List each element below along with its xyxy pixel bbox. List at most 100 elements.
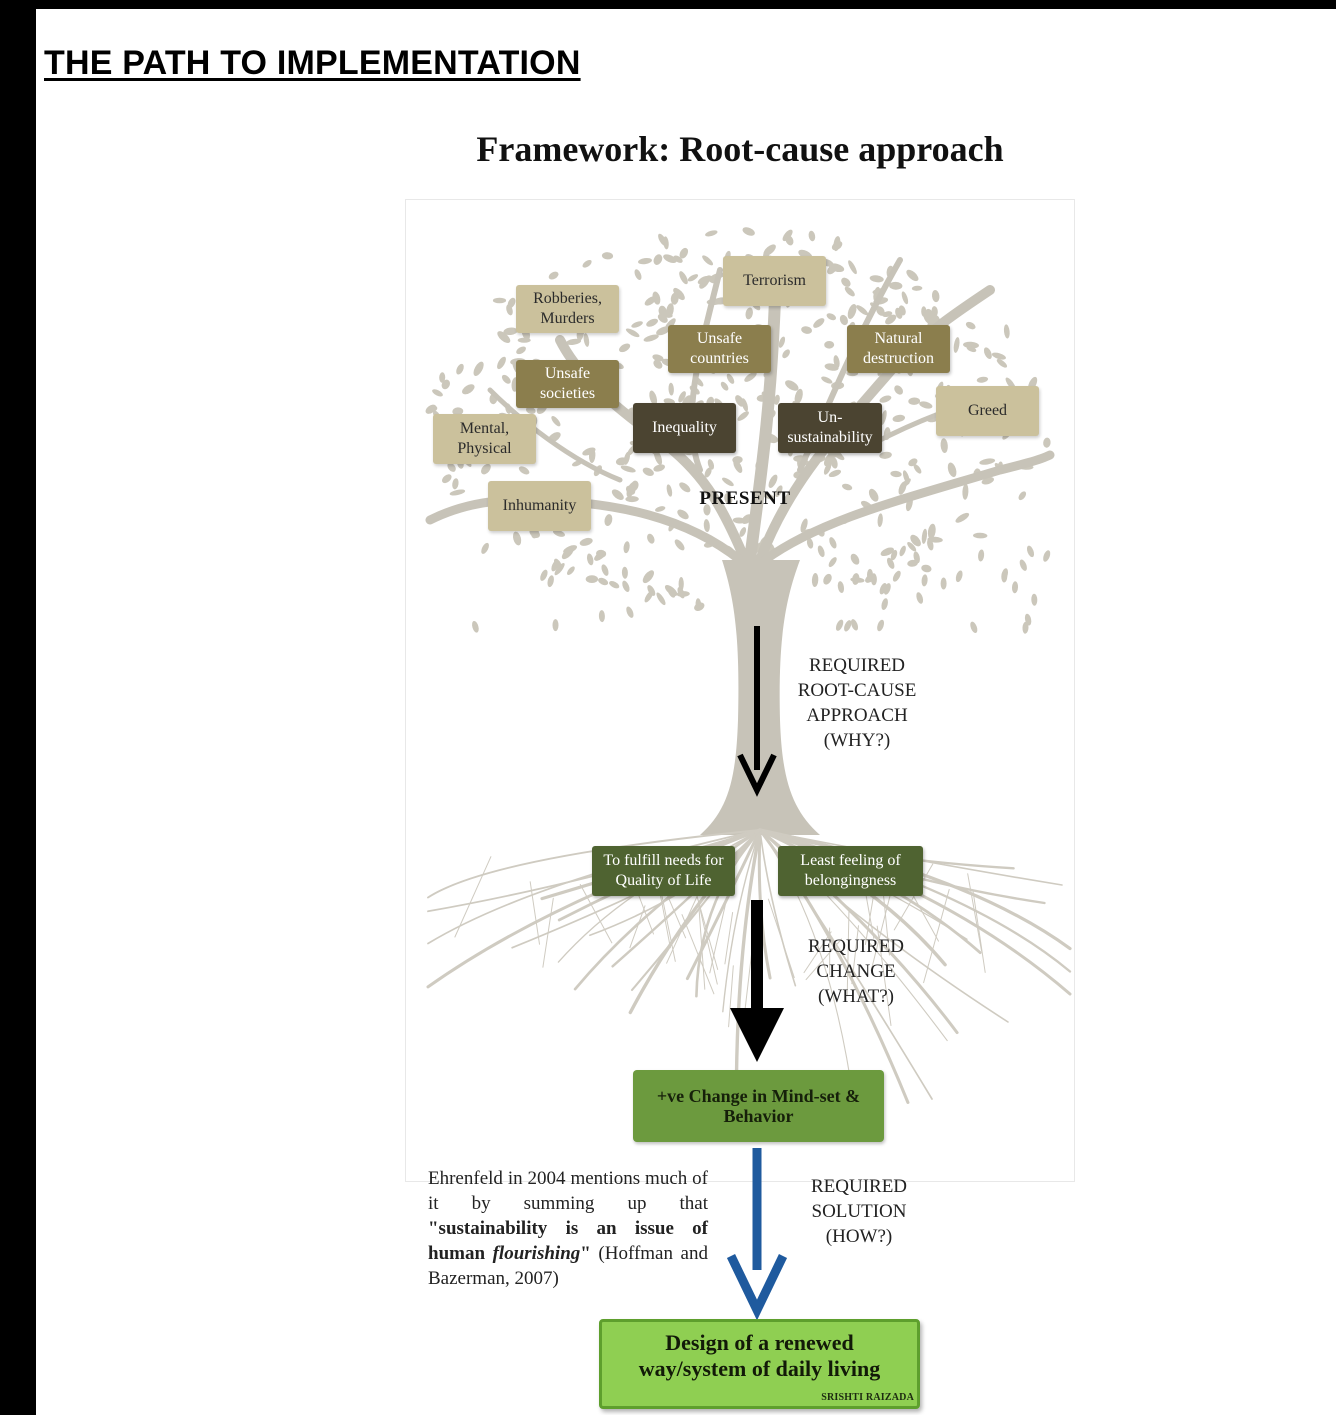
leaf: [601, 252, 614, 260]
leaf: [473, 361, 484, 376]
root-line: [972, 889, 986, 973]
leaf: [567, 566, 575, 575]
leaf: [516, 346, 526, 355]
root-line: [579, 884, 613, 944]
leaf: [965, 321, 976, 330]
leaf: [582, 259, 592, 268]
leaf: [927, 523, 936, 540]
leaf: [1043, 550, 1051, 562]
leaf: [642, 467, 654, 476]
leaf: [778, 336, 786, 348]
leaf: [705, 230, 718, 237]
problem-mental-physical: Mental, Physical: [433, 414, 536, 464]
leaf: [892, 570, 901, 582]
leaf: [583, 333, 590, 347]
leaf: [598, 610, 605, 623]
quote-bold-a: "sustainability is an issue of human: [428, 1218, 708, 1264]
leaf: [898, 305, 906, 316]
problem-unsustainability: Un- sustainability: [778, 403, 882, 453]
leaf: [955, 570, 963, 583]
leaf: [525, 406, 536, 414]
leaf: [697, 275, 709, 285]
leaf: [441, 474, 452, 484]
leaf: [647, 533, 655, 544]
leaf: [702, 255, 714, 266]
step-what-label: REQUIRED CHANGE (WHAT?): [807, 936, 905, 1007]
leaf: [619, 343, 631, 353]
leaf: [880, 547, 894, 557]
root-line: [454, 856, 492, 938]
leaf: [913, 464, 922, 474]
root-line: [759, 829, 855, 1103]
leaf: [800, 518, 808, 533]
leaf: [623, 541, 630, 554]
leaf: [850, 619, 859, 631]
leaf: [620, 465, 636, 473]
leaf: [848, 260, 857, 275]
leaf: [881, 598, 888, 610]
leaf: [808, 230, 816, 242]
leaf: [869, 275, 884, 283]
root-line: [681, 914, 715, 995]
leaf: [907, 541, 917, 552]
leaf: [503, 327, 518, 336]
leaf: [828, 557, 837, 568]
leaf: [1022, 621, 1029, 634]
leaf: [955, 512, 970, 523]
leaf: [1011, 581, 1019, 594]
leaf: [706, 275, 717, 284]
leaf: [844, 620, 852, 632]
leaf: [585, 575, 599, 583]
leaf: [720, 381, 729, 391]
leaf: [906, 269, 919, 282]
problem-unsafe-countries: Unsafe countries: [668, 325, 771, 373]
leaf: [679, 247, 689, 259]
leaf: [653, 464, 666, 472]
leaf: [829, 263, 845, 273]
leaf: [739, 527, 747, 537]
solution-box: Design of a renewed way/system of daily …: [599, 1319, 920, 1409]
leaf: [811, 573, 819, 587]
leaf: [1001, 570, 1008, 583]
root-line: [696, 894, 719, 970]
leaf: [652, 354, 664, 362]
root-line: [630, 828, 762, 992]
problem-inhumanity: Inhumanity: [488, 481, 591, 531]
leaf: [828, 469, 842, 478]
leaf: [501, 374, 511, 384]
leaf: [673, 255, 683, 263]
leaf: [830, 456, 838, 469]
leaf: [553, 529, 565, 537]
root-line: [724, 912, 734, 965]
leaf: [856, 305, 869, 316]
leaf: [901, 291, 909, 305]
leaf: [647, 585, 656, 596]
leaf: [921, 528, 928, 544]
leaf: [824, 340, 835, 349]
leaf: [908, 397, 921, 405]
leaf: [449, 489, 466, 496]
page-heading: THE PATH TO IMPLEMENTATION: [44, 44, 581, 82]
leaf: [626, 482, 636, 498]
leaf: [707, 459, 715, 470]
leaf: [667, 586, 676, 598]
leaf: [898, 481, 907, 495]
leaf: [890, 470, 902, 478]
leaf: [976, 376, 989, 383]
leaf: [649, 390, 658, 406]
root-quality-of-life: To fulfill needs for Quality of Life: [592, 846, 735, 896]
leaf: [611, 489, 624, 501]
leaf: [877, 513, 883, 527]
leaf: [604, 514, 613, 527]
leaf: [879, 583, 887, 595]
leaf: [841, 277, 851, 287]
leaf: [492, 297, 507, 304]
quote-bold-b: ": [580, 1243, 591, 1264]
root-line: [967, 873, 983, 952]
root-line: [803, 931, 832, 974]
leaf: [885, 314, 897, 325]
leaf: [452, 407, 464, 416]
root-line: [542, 897, 554, 968]
leaf: [850, 577, 865, 583]
leaf: [768, 474, 778, 488]
